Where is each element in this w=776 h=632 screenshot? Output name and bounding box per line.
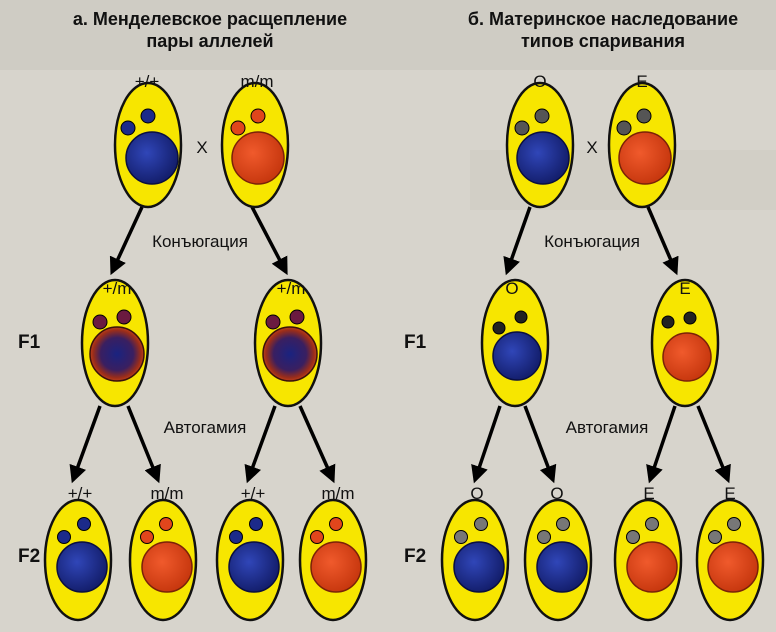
panel-b-title-line1: б. Материнское наследование: [467, 9, 739, 29]
panel-b-arrows: [471, 206, 731, 484]
label-b-f2-1: O: [470, 484, 484, 503]
cell-b-f2-2: [523, 498, 593, 622]
cell-b-f2-3: [613, 498, 683, 622]
cell-b-parent-left: [505, 81, 575, 209]
label-a-f1-right: +/m: [276, 279, 306, 298]
cell-a-f1-left: [80, 278, 150, 408]
panel-a-title-line2: пары аллелей: [146, 31, 274, 51]
label-a-f1-left: +/m: [102, 279, 132, 298]
label-b-autogamy: Автогамия: [565, 418, 649, 437]
cell-b-parent-right: [607, 81, 677, 209]
cell-b-f2-1: [440, 498, 510, 622]
label-b-cross: X: [586, 138, 598, 157]
label-b-parent-right: E: [636, 72, 648, 91]
label-a-autogamy: Автогамия: [163, 418, 247, 437]
cell-a-f2-1: [43, 498, 113, 622]
label-a-parent-right: m/m: [240, 72, 274, 91]
label-b-f1-right: E: [679, 279, 691, 298]
cell-b-f1-right: [650, 278, 720, 408]
label-b-f1-left: O: [505, 279, 519, 298]
cell-a-parent-right: [220, 81, 290, 209]
label-a-f2-4: m/m: [321, 484, 355, 503]
label-a-f2-1: +/+: [67, 484, 93, 503]
cell-b-f1-left: [480, 278, 550, 408]
label-b-parent-left: O: [533, 72, 547, 91]
label-a-parent-left: +/+: [134, 72, 160, 91]
cell-b-f2-4: [695, 498, 765, 622]
cell-a-parent-left: [113, 81, 183, 209]
panel-b-title: б. Материнское наследование типов спарив…: [430, 8, 776, 52]
cell-a-f2-4: [298, 498, 368, 622]
panel-b-title-line2: типов спаривания: [520, 31, 686, 51]
generation-label-a-f1: F1: [18, 332, 41, 353]
generation-label-a-f2: F2: [18, 546, 41, 567]
panel-a-title: а. Менделевское расщепление пары аллелей: [40, 8, 380, 52]
cell-a-f1-right: [253, 278, 323, 408]
label-a-cross: X: [196, 138, 208, 157]
label-b-f2-4: E: [724, 484, 736, 503]
label-a-f2-3: +/+: [240, 484, 266, 503]
cell-a-f2-3: [215, 498, 285, 622]
generation-label-b-f1: F1: [404, 332, 427, 353]
panel-a-title-line1: а. Менделевское расщепление: [72, 9, 348, 29]
label-a-conjugation: Конъюгация: [152, 232, 248, 251]
cell-a-f2-2: [128, 498, 198, 622]
generation-label-b-f2: F2: [404, 546, 427, 567]
label-b-conjugation: Конъюгация: [544, 232, 640, 251]
panel-a-arrows: [69, 206, 336, 484]
label-a-f2-2: m/m: [150, 484, 184, 503]
label-b-f2-3: E: [643, 484, 655, 503]
label-b-f2-2: O: [550, 484, 564, 503]
